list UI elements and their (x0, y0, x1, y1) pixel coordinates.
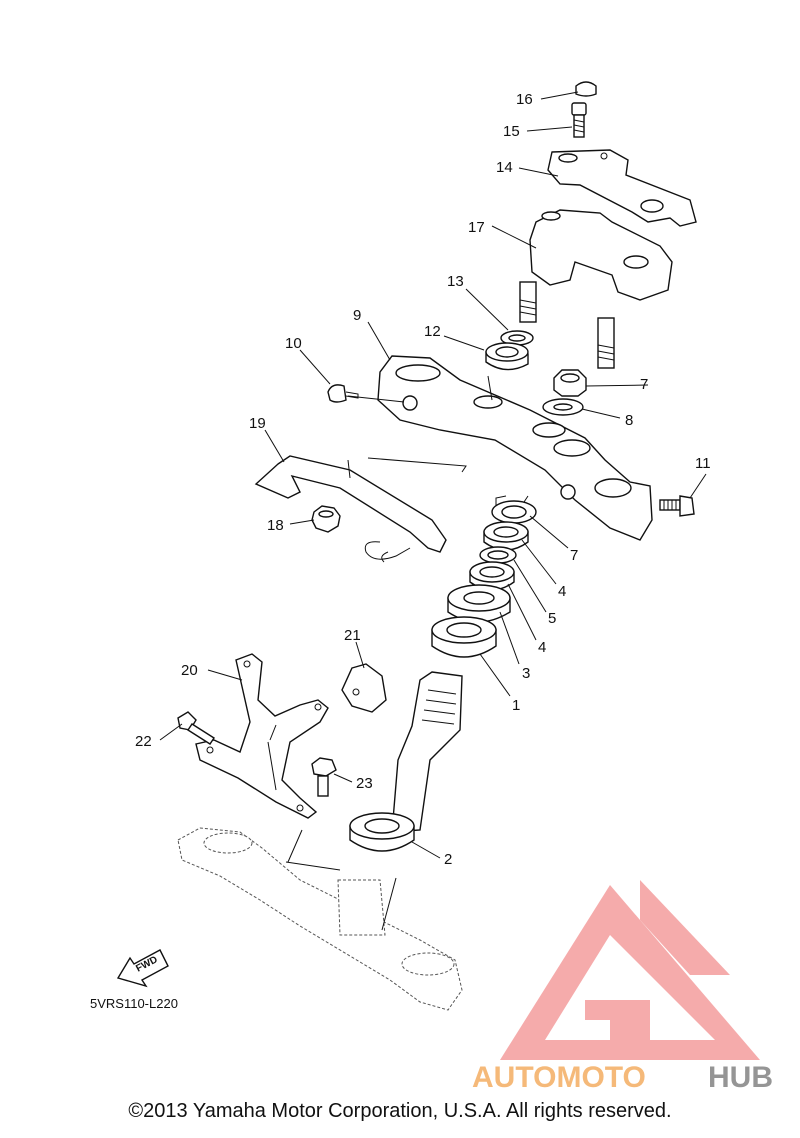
part-17-handlebar-holder-lower (519, 209, 673, 369)
watermark-text-2: HUB (708, 1061, 773, 1094)
callout-10: 10 (285, 335, 302, 352)
callout-6: 7 (570, 547, 578, 564)
callout-2: 2 (444, 851, 452, 868)
callout-4-lower: 4 (538, 639, 546, 656)
part-9-upper-bracket (377, 355, 653, 541)
callout-3: 3 (522, 665, 530, 682)
callout-12: 12 (424, 323, 441, 340)
part-12-washer (485, 342, 529, 371)
part-1-bearing (431, 616, 497, 658)
callout-14: 14 (496, 159, 513, 176)
callout-19: 19 (249, 415, 266, 432)
part-6-lock-washer (491, 495, 537, 524)
part-14-handlebar-holder-upper (547, 149, 697, 227)
callout-labels: 16 15 14 17 13 12 9 10 7 8 19 11 18 7 4 … (135, 91, 711, 868)
callout-13: 13 (447, 273, 464, 290)
callout-17: 17 (468, 219, 485, 236)
part-5-rubber-washer (479, 546, 517, 564)
part-20-bracket (195, 653, 329, 819)
callout-16: 16 (516, 91, 533, 108)
watermark-text-1: AUTOMOTO (472, 1061, 646, 1094)
leader-lines (159, 91, 707, 931)
part-15-bolt (571, 102, 587, 138)
part-2-lower-bearing (349, 812, 415, 852)
part-16-cap (575, 81, 597, 97)
callout-20: 20 (181, 662, 198, 679)
callout-21: 21 (344, 627, 361, 644)
callout-4-upper: 4 (558, 583, 566, 600)
lower-bracket-ghost (177, 827, 463, 1011)
callout-22: 22 (135, 733, 152, 750)
callout-9: 9 (353, 307, 361, 324)
part-8-washer (542, 398, 584, 416)
part-10-cap (327, 384, 359, 403)
diagram-code: 5VRS110-L220 (90, 996, 178, 1011)
copyright-text: ©2013 Yamaha Motor Corporation, U.S.A. A… (128, 1100, 672, 1122)
part-21-small-bracket (341, 663, 387, 713)
callout-8: 8 (625, 412, 633, 429)
part-4-ring-nut-upper (483, 521, 529, 551)
fwd-arrow-icon: FWD (116, 949, 169, 988)
callout-7: 7 (640, 376, 648, 393)
part-18-nut (311, 505, 341, 533)
callout-15: 15 (503, 123, 520, 140)
watermark-logo: AUTOMOTO HUB (472, 880, 773, 1094)
callout-23: 23 (356, 775, 373, 792)
part-3-bearing-cover (447, 584, 511, 623)
callout-1: 1 (512, 697, 520, 714)
callout-5: 5 (548, 610, 556, 627)
part-7-nut (553, 369, 587, 397)
callout-11: 11 (695, 455, 711, 472)
part-22-bolt (177, 711, 215, 745)
part-23-bolt (311, 757, 337, 797)
part-11-bolt (659, 495, 695, 517)
part-19-wire-holder (254, 455, 447, 563)
callout-18: 18 (267, 517, 284, 534)
steering-stem-shaft (391, 671, 463, 833)
part-13-washer (500, 330, 534, 346)
